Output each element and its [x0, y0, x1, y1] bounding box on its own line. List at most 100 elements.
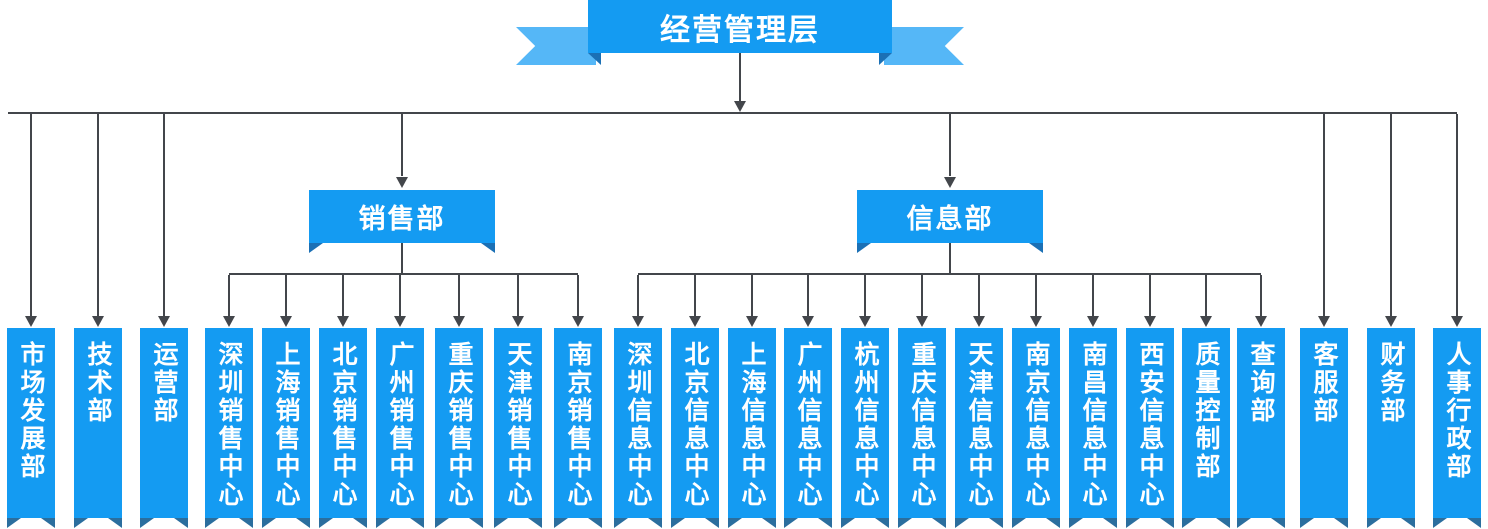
- arrowhead-icon: [572, 316, 584, 327]
- arrowhead-icon: [1087, 316, 1099, 327]
- ribbon-fold-icon: [1012, 518, 1026, 528]
- org-node-box: 天津销售中心: [494, 328, 542, 518]
- org-column: 重庆信息中心: [898, 328, 946, 528]
- org-node-label: 天津销售中心: [504, 341, 532, 509]
- org-column: 市场发展部: [7, 328, 55, 528]
- ribbon-fold-icon: [239, 518, 253, 528]
- org-node-label: 上海信息中心: [738, 341, 766, 509]
- org-node-box: 客服部: [1300, 328, 1348, 518]
- org-node-label: 重庆销售中心: [445, 341, 473, 509]
- org-column: 北京信息中心: [671, 328, 719, 528]
- arrowhead-icon: [512, 316, 524, 327]
- org-node-box: 质量控制部: [1182, 328, 1230, 518]
- org-column: 上海销售中心: [262, 328, 310, 528]
- org-node-box: 广州销售中心: [376, 328, 424, 518]
- ribbon-fold-icon: [1367, 518, 1381, 528]
- arrowhead-icon: [1144, 316, 1156, 327]
- ribbon-fold-icon: [1401, 518, 1415, 528]
- arrowhead-icon: [223, 316, 235, 327]
- org-node-box: 深圳销售中心: [205, 328, 253, 518]
- org-node-box: 重庆销售中心: [435, 328, 483, 518]
- org-column: 重庆销售中心: [435, 328, 483, 528]
- arrowhead-icon: [859, 316, 871, 327]
- org-column: 客服部: [1300, 328, 1348, 528]
- ribbon-fold-icon: [296, 518, 310, 528]
- ribbon-fold-icon: [1126, 518, 1140, 528]
- ribbon-fold-icon: [494, 518, 508, 528]
- org-column: 财务部: [1367, 328, 1415, 528]
- org-column: 人事行政部: [1433, 328, 1481, 528]
- org-node-box: 杭州信息中心: [841, 328, 889, 518]
- org-node-label: 西安信息中心: [1136, 341, 1164, 509]
- arrowhead-icon: [337, 316, 349, 327]
- ribbon-fold-icon: [1334, 518, 1348, 528]
- arrowhead-icon: [280, 316, 292, 327]
- org-node-box: 深圳信息中心: [614, 328, 662, 518]
- ribbon-fold-icon: [898, 518, 912, 528]
- ribbon-fold-icon: [932, 518, 946, 528]
- org-column: 质量控制部: [1182, 328, 1230, 528]
- org-column: 运营部: [140, 328, 188, 528]
- org-node-label: 信息部: [906, 204, 994, 234]
- ribbon-fold-icon: [554, 518, 568, 528]
- arrowhead-icon: [802, 316, 814, 327]
- arrowhead-icon: [916, 316, 928, 327]
- ribbon-fold-icon: [205, 518, 219, 528]
- arrowhead-icon: [1200, 316, 1212, 327]
- org-node-label: 南昌信息中心: [1079, 341, 1107, 509]
- ribbon-fold-icon: [705, 518, 719, 528]
- org-node-box: 市场发展部: [7, 328, 55, 518]
- arrowhead-icon: [394, 316, 406, 327]
- arrowhead-icon: [746, 316, 758, 327]
- org-column: 查询部: [1237, 328, 1285, 528]
- org-column: 南昌信息中心: [1069, 328, 1117, 528]
- org-node-label: 北京销售中心: [329, 341, 357, 509]
- org-column: 北京销售中心: [319, 328, 367, 528]
- org-node-label: 北京信息中心: [681, 341, 709, 509]
- ribbon-fold-icon: [875, 518, 889, 528]
- org-column: 广州销售中心: [376, 328, 424, 528]
- ribbon-fold-icon: [818, 518, 832, 528]
- ribbon-fold-icon: [1069, 518, 1083, 528]
- org-node-label: 南京信息中心: [1022, 341, 1050, 509]
- org-node-label: 杭州信息中心: [851, 341, 879, 509]
- org-node-box: 运营部: [140, 328, 188, 518]
- org-node-box: 南昌信息中心: [1069, 328, 1117, 518]
- org-column: 技术部: [74, 328, 122, 528]
- org-node-label: 客服部: [1310, 341, 1338, 425]
- arrowhead-icon: [92, 316, 104, 327]
- arrowhead-icon: [25, 316, 37, 327]
- ribbon-fold-icon: [857, 243, 871, 253]
- ribbon-tail-right-icon: [884, 27, 964, 65]
- ribbon-fold-icon: [1237, 518, 1251, 528]
- org-node-label: 运营部: [150, 341, 178, 425]
- arrowhead-icon: [1030, 316, 1042, 327]
- org-column: 深圳销售中心: [205, 328, 253, 528]
- ribbon-fold-icon: [1467, 518, 1481, 528]
- ribbon-fold-icon: [1103, 518, 1117, 528]
- org-column: 广州信息中心: [784, 328, 832, 528]
- arrowhead-icon: [158, 316, 170, 327]
- org-node-label: 财务部: [1377, 341, 1405, 425]
- org-node-label: 广州销售中心: [386, 341, 414, 509]
- arrowhead-icon: [689, 316, 701, 327]
- org-node-label: 上海销售中心: [272, 341, 300, 509]
- org-column: 上海信息中心: [728, 328, 776, 528]
- ribbon-fold-icon: [1046, 518, 1060, 528]
- ribbon-fold-icon: [528, 518, 542, 528]
- org-column: 杭州信息中心: [841, 328, 889, 528]
- ribbon-fold-icon: [671, 518, 685, 528]
- org-column: 南京信息中心: [1012, 328, 1060, 528]
- org-node-label: 技术部: [84, 341, 112, 425]
- ribbon-fold-icon: [1216, 518, 1230, 528]
- org-column: 深圳信息中心: [614, 328, 662, 528]
- ribbon-fold-icon: [614, 518, 628, 528]
- ribbon-fold-icon: [955, 518, 969, 528]
- org-node-box: 信息部: [857, 190, 1043, 243]
- ribbon-fold-icon: [1029, 243, 1043, 253]
- ribbon-fold-icon: [435, 518, 449, 528]
- org-node-label: 销售部: [358, 204, 446, 234]
- org-node-label: 人事行政部: [1443, 341, 1471, 481]
